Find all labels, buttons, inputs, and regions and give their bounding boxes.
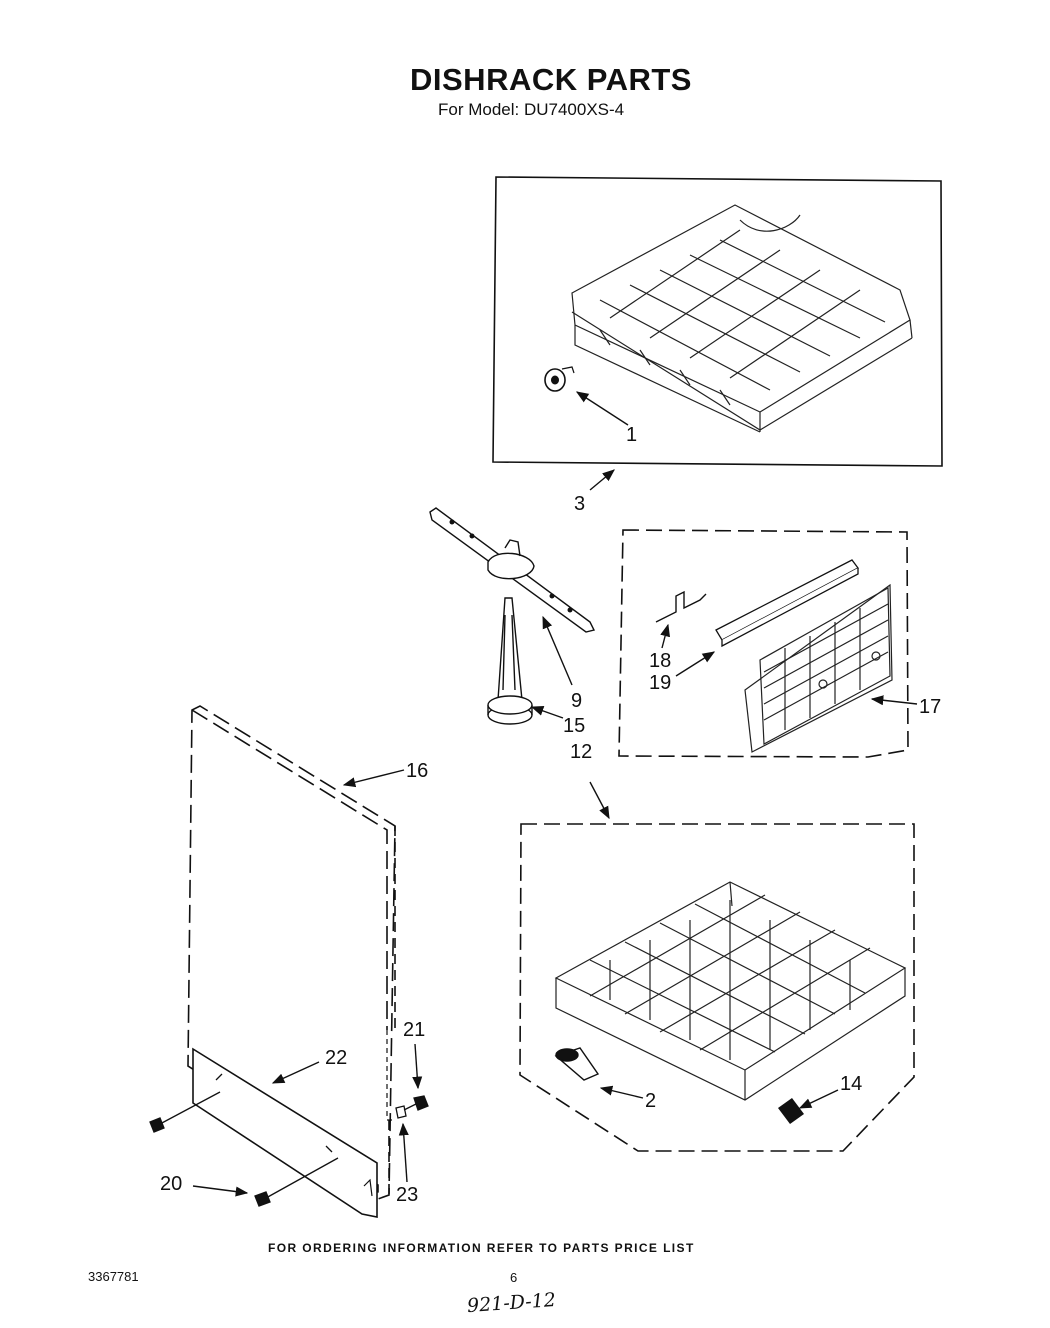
rack-roller-part <box>554 1047 600 1081</box>
leader-line-14 <box>798 1089 839 1109</box>
callout-21: 21 <box>403 1019 425 1041</box>
leader-line-12 <box>589 781 610 820</box>
basket-group-frame <box>618 529 909 758</box>
leader-line-18 <box>660 623 671 649</box>
rack-end-cap-part <box>778 1098 804 1124</box>
callout-17: 17 <box>919 696 941 718</box>
door-panel-group <box>187 705 396 1218</box>
lower-rack-frame <box>519 823 915 1152</box>
leader-line-22 <box>271 1061 320 1084</box>
spray-arm-assembly <box>429 507 596 725</box>
screw-parts <box>149 1091 339 1207</box>
silverware-basket-group: 18 19 <box>618 529 909 758</box>
leader-line-16 <box>342 769 405 788</box>
callout-1: 1 <box>626 424 637 446</box>
lower-rack-group: 2 14 <box>519 823 915 1152</box>
rack-wheel-part <box>544 366 575 392</box>
spray-tower <box>497 597 523 701</box>
upper-rack-group: 1 <box>492 176 943 467</box>
upper-dish-rack <box>571 204 913 433</box>
leader-line-2 <box>599 1085 644 1099</box>
ordering-note: FOR ORDERING INFORMATION REFER TO PARTS … <box>268 1241 695 1255</box>
callout-16: 16 <box>406 760 428 782</box>
callout-2: 2 <box>645 1090 656 1112</box>
leader-line-20 <box>192 1185 249 1197</box>
lower-dish-rack <box>554 881 907 1101</box>
nut-washer-parts <box>395 1095 429 1119</box>
callout-23: 23 <box>396 1184 418 1206</box>
leader-line-3 <box>589 469 615 491</box>
door-trim-strip <box>192 1047 378 1218</box>
leader-line-17 <box>870 695 918 706</box>
callout-22: 22 <box>325 1047 347 1069</box>
model-subtitle: For Model: DU7400XS-4 <box>438 100 625 119</box>
callout-12: 12 <box>570 741 592 763</box>
callout-20: 20 <box>160 1173 182 1195</box>
leader-line-15 <box>530 706 564 719</box>
page-title: DISHRACK PARTS <box>410 62 692 97</box>
callout-15: 15 <box>563 715 585 737</box>
callout-3: 3 <box>574 493 585 515</box>
leader-line-23 <box>398 1122 409 1183</box>
door-panel-outline <box>187 705 396 1201</box>
leader-line-9 <box>542 615 573 686</box>
callout-14: 14 <box>840 1073 862 1095</box>
basket-handle <box>715 559 859 648</box>
document-number: 3367781 <box>88 1269 139 1284</box>
silverware-basket <box>744 583 893 753</box>
upper-rack-frame <box>492 176 943 467</box>
leader-line-19 <box>675 651 716 677</box>
page-number: 6 <box>510 1270 518 1285</box>
leader-line-1 <box>575 391 629 426</box>
spray-arm <box>429 507 596 633</box>
basket-clip <box>655 590 707 623</box>
callout-18: 18 <box>649 650 671 672</box>
callout-9: 9 <box>571 690 582 712</box>
leader-line-21 <box>412 1043 423 1090</box>
callout-19: 19 <box>649 672 671 694</box>
